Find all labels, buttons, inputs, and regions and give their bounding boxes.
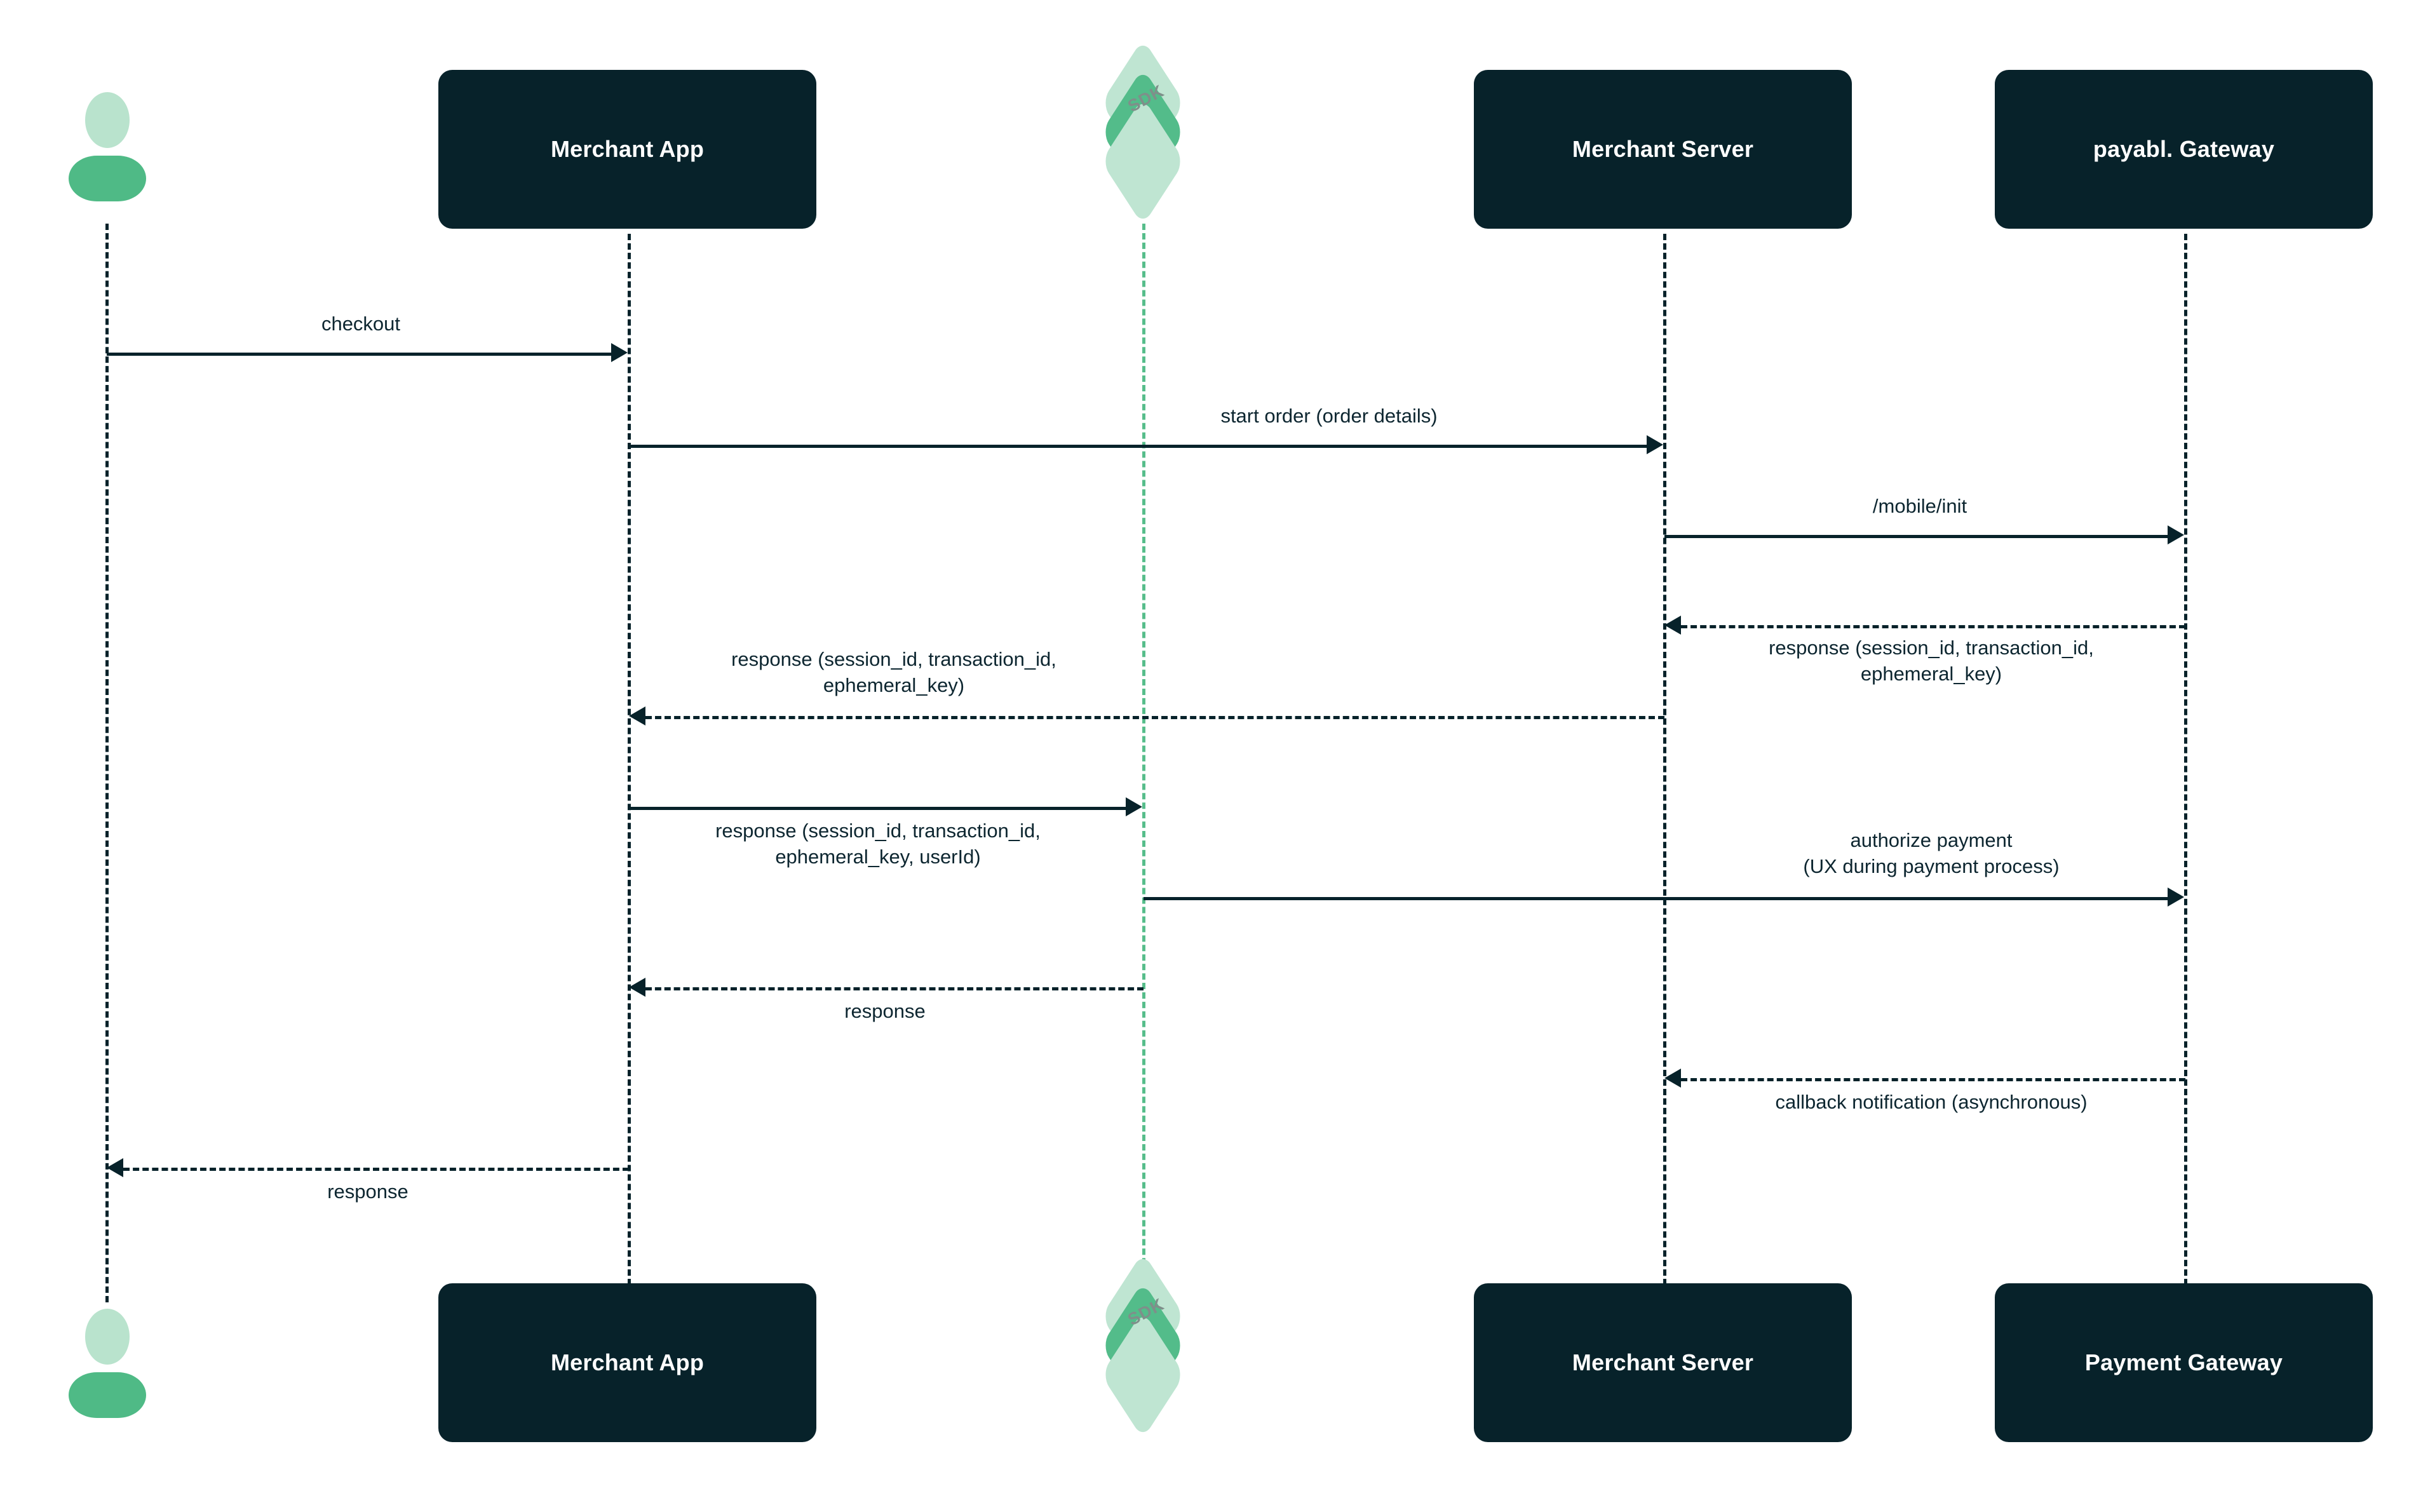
participant-box-merchant-app-top[interactable]: Merchant App xyxy=(438,70,816,229)
message-label: response xyxy=(844,1000,926,1022)
participant-label-merchant-server-bottom: Merchant Server xyxy=(1572,1349,1754,1376)
message-line xyxy=(1681,1078,2185,1081)
participant-label-gateway-top: payabl. Gateway xyxy=(2093,136,2275,163)
participant-label-merchant-app-bottom: Merchant App xyxy=(550,1349,705,1376)
message-label: response (session_id, transaction_id, ep… xyxy=(1769,637,2094,685)
message-line xyxy=(1144,897,2175,900)
lifeline-merchant-app xyxy=(628,234,631,1295)
arrowhead-left-icon xyxy=(629,706,645,726)
message-line xyxy=(1681,625,2185,628)
actor-body-icon xyxy=(69,1372,146,1418)
arrowhead-right-icon xyxy=(1647,435,1663,454)
message-label: /mobile/init xyxy=(1872,495,1967,517)
message-line xyxy=(645,987,1144,990)
lifeline-gateway xyxy=(2184,234,2187,1295)
arrowhead-right-icon xyxy=(1126,797,1142,816)
message-line xyxy=(107,353,612,356)
participant-label-gateway-bottom: Payment Gateway xyxy=(2084,1349,2283,1376)
message-label: response (session_id, transaction_id, ep… xyxy=(715,820,1041,868)
sdk-icon-top: SDK xyxy=(1070,38,1217,226)
message-line xyxy=(629,445,1648,448)
participant-box-merchant-server-bottom[interactable]: Merchant Server xyxy=(1474,1283,1852,1442)
arrowhead-right-icon xyxy=(2168,888,2184,907)
message-label: start order (order details) xyxy=(1220,405,1438,427)
message-label: checkout xyxy=(321,313,401,335)
actor-body-icon xyxy=(69,156,146,201)
message-label: authorize payment (UX during payment pro… xyxy=(1803,829,2060,877)
actor-icon-top xyxy=(69,92,146,206)
lifeline-actor xyxy=(105,224,109,1302)
arrowhead-left-icon xyxy=(1664,1069,1681,1088)
participant-box-gateway-top[interactable]: payabl. Gateway xyxy=(1995,70,2373,229)
arrowhead-left-icon xyxy=(629,978,645,997)
arrowhead-left-icon xyxy=(107,1158,123,1177)
message-label: response (session_id, transaction_id, ep… xyxy=(731,648,1056,696)
message-line xyxy=(123,1168,629,1171)
actor-head-icon xyxy=(85,92,130,148)
actor-head-icon xyxy=(85,1309,130,1365)
message-label: callback notification (asynchronous) xyxy=(1775,1091,2088,1113)
lifeline-sdk xyxy=(1142,224,1145,1302)
message-line xyxy=(629,807,1127,810)
sdk-icon-bottom: SDK xyxy=(1070,1252,1217,1440)
participant-box-gateway-bottom[interactable]: Payment Gateway xyxy=(1995,1283,2373,1442)
participant-box-merchant-app-bottom[interactable]: Merchant App xyxy=(438,1283,816,1442)
message-line xyxy=(645,716,1664,719)
message-label: response xyxy=(327,1180,408,1203)
lifeline-merchant-server xyxy=(1663,234,1666,1295)
arrowhead-right-icon xyxy=(611,343,628,362)
arrowhead-right-icon xyxy=(2168,525,2184,544)
arrowhead-left-icon xyxy=(1664,616,1681,635)
participant-label-merchant-server-top: Merchant Server xyxy=(1572,136,1754,163)
participant-box-merchant-server-top[interactable]: Merchant Server xyxy=(1474,70,1852,229)
actor-icon-bottom xyxy=(69,1309,146,1423)
message-line xyxy=(1664,535,2175,538)
participant-label-merchant-app-top: Merchant App xyxy=(550,136,705,163)
